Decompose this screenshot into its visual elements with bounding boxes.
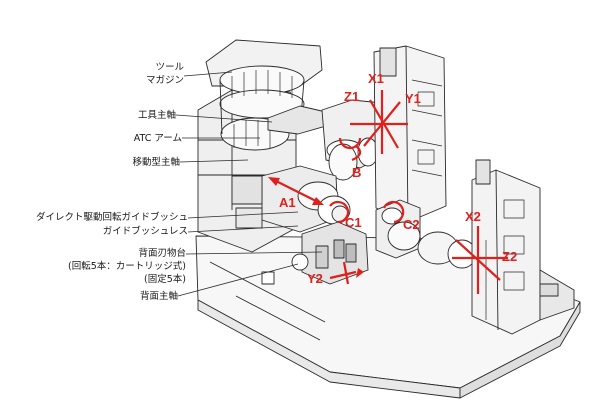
label-back-tool-post-note1: (回転5本：カートリッジ式) xyxy=(68,261,186,272)
axis-arrows xyxy=(268,90,508,294)
leader-lines xyxy=(175,71,323,297)
label-back-spindle: 背面主軸 xyxy=(139,291,178,302)
axis-label-x2: X2 xyxy=(465,209,481,224)
label-moving-spindle: 移動型主軸 xyxy=(132,157,180,168)
label-back-tool-post-note2: (固定5本) xyxy=(144,274,186,285)
label-tool-spindle: 工具主軸 xyxy=(137,110,176,121)
label-direct-drive-guide-bush: ダイレクト駆動回転ガイドブッシュ xyxy=(35,212,188,223)
back-tool-post xyxy=(291,221,369,285)
label-back-tool-post-title: 背面刃物台 xyxy=(138,248,186,259)
axis-label-x1: X1 xyxy=(368,71,384,86)
label-tool-magazine-line1: ツール xyxy=(155,62,184,73)
label-guide-bushless: ガイドブッシュレス xyxy=(102,226,188,237)
label-tool-magazine-line2: マガジン xyxy=(145,75,184,86)
axis-label-z1: Z1 xyxy=(344,89,360,104)
back-spindle-assembly xyxy=(375,199,477,269)
axis-label-c1: C1 xyxy=(345,215,362,230)
base-badge xyxy=(261,271,275,285)
axis-label-b: B xyxy=(352,165,362,180)
axis-label-y2: Y2 xyxy=(307,271,323,286)
label-atc-arm: ATC アーム xyxy=(133,133,182,144)
axis-label-y1: Y1 xyxy=(405,91,421,106)
label-back-tool-post: 背面刃物台 (回転5本：カートリッジ式) (固定5本) xyxy=(40,247,186,286)
axis-label-c2: C2 xyxy=(403,217,420,232)
axis-label-z2: Z2 xyxy=(502,249,518,264)
label-tool-magazine: ツール マガジン xyxy=(120,61,184,87)
axis-label-a1: A1 xyxy=(279,195,296,210)
